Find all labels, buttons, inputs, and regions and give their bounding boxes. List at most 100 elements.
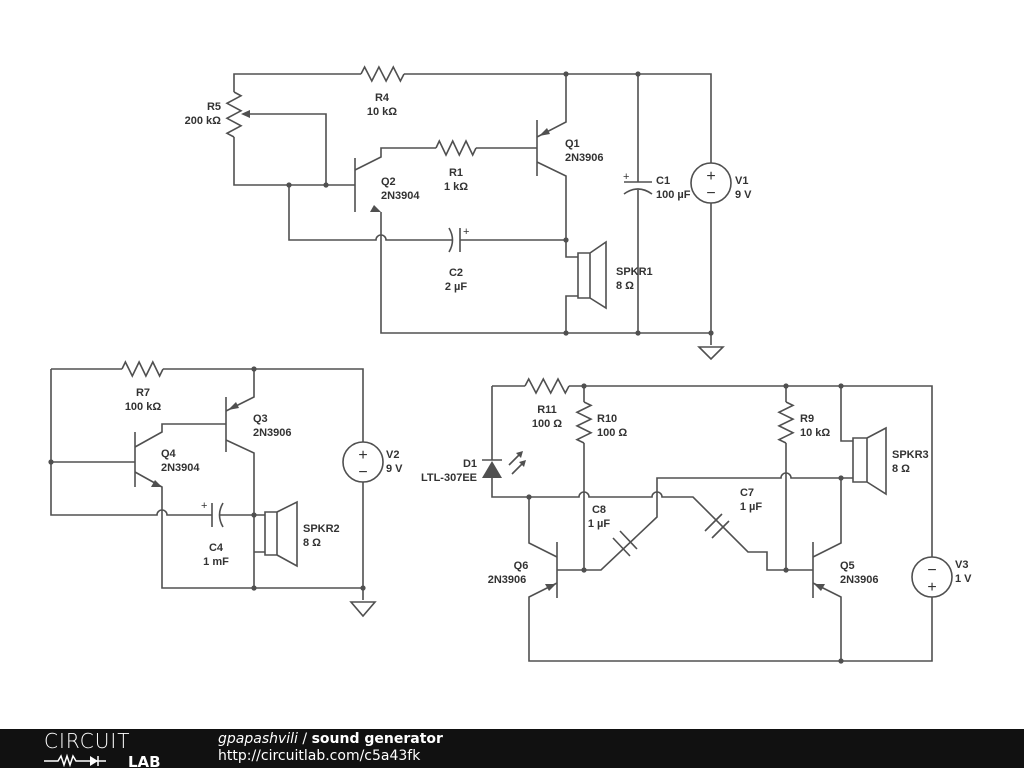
junction-dot (286, 182, 292, 188)
c1-value: 100 µF (656, 189, 691, 201)
voltage-source-v2-icon (342, 441, 384, 483)
resistor-r11-icon (524, 377, 570, 395)
transistor-q1-emitter-arrow-icon (539, 128, 550, 136)
resistor-r10-icon (575, 401, 593, 444)
junction-dot (838, 383, 844, 389)
wire (491, 386, 813, 571)
q5-label: Q5 (840, 560, 855, 572)
wire (556, 542, 814, 598)
junction-dot (48, 459, 54, 465)
speaker-spkr1-icon (577, 240, 607, 310)
transistor-q5-emitter-arrow-icon (814, 584, 825, 591)
r11-label: R11 (537, 404, 557, 416)
circuit-url[interactable]: http://circuitlab.com/c5a43fk (218, 748, 421, 764)
junction-dot (581, 383, 587, 389)
spkr1-value: 8 Ω (616, 280, 634, 292)
diode-logo-icon (90, 756, 98, 766)
logo-text-top: CIRCUIT (44, 731, 130, 753)
q3-label: Q3 (253, 413, 268, 425)
c7-label: C7 (740, 487, 754, 499)
spkr3-label: SPKR3 (892, 449, 929, 461)
v2-plus: + (358, 447, 367, 464)
c4-polarity: + (201, 500, 207, 512)
junction-dot (838, 658, 844, 664)
v1-plus: + (706, 168, 715, 185)
transistor-q6-emitter-arrow-icon (545, 584, 556, 591)
ground-icon (349, 601, 377, 618)
circuit-title: sound generator (311, 731, 443, 747)
junction-dot (251, 512, 257, 518)
junction-dot (323, 182, 329, 188)
junction-dot (783, 383, 789, 389)
capacitors (211, 181, 730, 557)
c7-value: 1 µF (740, 501, 763, 513)
ground-icon (697, 346, 725, 361)
spkr2-label: SPKR2 (303, 523, 340, 535)
capacitor-c1 (623, 181, 653, 195)
resistor-r9-icon (777, 401, 795, 444)
wire (492, 385, 933, 662)
junction-dot (581, 567, 587, 573)
resistors (121, 65, 795, 444)
wire (51, 368, 364, 600)
circuitlab-logo[interactable]: CIRCUIT LAB (44, 731, 174, 767)
r9-label: R9 (800, 413, 814, 425)
q3-value: 2N3906 (253, 427, 292, 439)
spkr1-label: SPKR1 (616, 266, 653, 278)
footer-title-line: gpapashvili / sound generator (218, 731, 443, 748)
r10-value: 100 Ω (597, 427, 627, 439)
v2-value: 9 V (386, 463, 403, 475)
junction-dot (526, 494, 532, 500)
q6-label: Q6 (514, 560, 529, 572)
r10-label: R10 (597, 413, 617, 425)
wires (50, 73, 933, 662)
transistor-q4-emitter-arrow-icon (151, 480, 162, 487)
author-link[interactable]: gpapashvili (218, 731, 298, 747)
v3-plus: + (927, 579, 936, 596)
v2-minus: − (358, 464, 367, 481)
junction-dot (563, 71, 569, 77)
q5-value: 2N3906 (840, 574, 879, 586)
wire (225, 369, 265, 588)
junction-dot (783, 567, 789, 573)
capacitor-c4 (211, 502, 224, 528)
v3-label: V3 (955, 559, 968, 571)
v1-value: 9 V (735, 189, 752, 201)
footer-bar: CIRCUIT LAB gpapashvili / sound generato… (0, 729, 1024, 768)
c2-polarity: + (463, 226, 469, 238)
voltage-sources: + − + − − + (342, 162, 953, 598)
resistor-r7-icon (121, 360, 164, 378)
v2-label: V2 (386, 449, 399, 461)
d1-label: D1 (463, 458, 477, 470)
r5-label: R5 (207, 101, 221, 113)
junction-dot (563, 237, 569, 243)
c8-label: C8 (592, 504, 606, 516)
resistor-r4-icon (360, 65, 405, 83)
r7-label: R7 (136, 387, 150, 399)
r5-value: 200 kΩ (185, 115, 222, 127)
q4-label: Q4 (161, 448, 177, 460)
v3-minus: − (927, 562, 936, 579)
speakers (264, 240, 887, 568)
wire (380, 212, 711, 334)
v3-value: 1 V (955, 573, 972, 585)
wire (528, 386, 853, 661)
c2-value: 2 µF (445, 281, 468, 293)
transistor-q3-emitter-arrow-icon (228, 402, 239, 410)
spkr3-value: 8 Ω (892, 463, 910, 475)
r1-value: 1 kΩ (444, 181, 468, 193)
c1-polarity: + (623, 171, 629, 183)
r4-label: R4 (375, 92, 390, 104)
resistor-r1-icon (435, 139, 477, 157)
d1-value: LTL-307EE (421, 472, 477, 484)
junction-dot (635, 71, 641, 77)
junction-dots (48, 71, 844, 664)
led-d1-icon (482, 451, 526, 478)
transistors (134, 120, 825, 591)
potentiometer-wiper-arrow-icon (241, 110, 250, 118)
c4-label: C4 (209, 542, 224, 554)
junction-dot (838, 475, 844, 481)
junction-dot (360, 585, 366, 591)
junction-dot (635, 330, 641, 336)
